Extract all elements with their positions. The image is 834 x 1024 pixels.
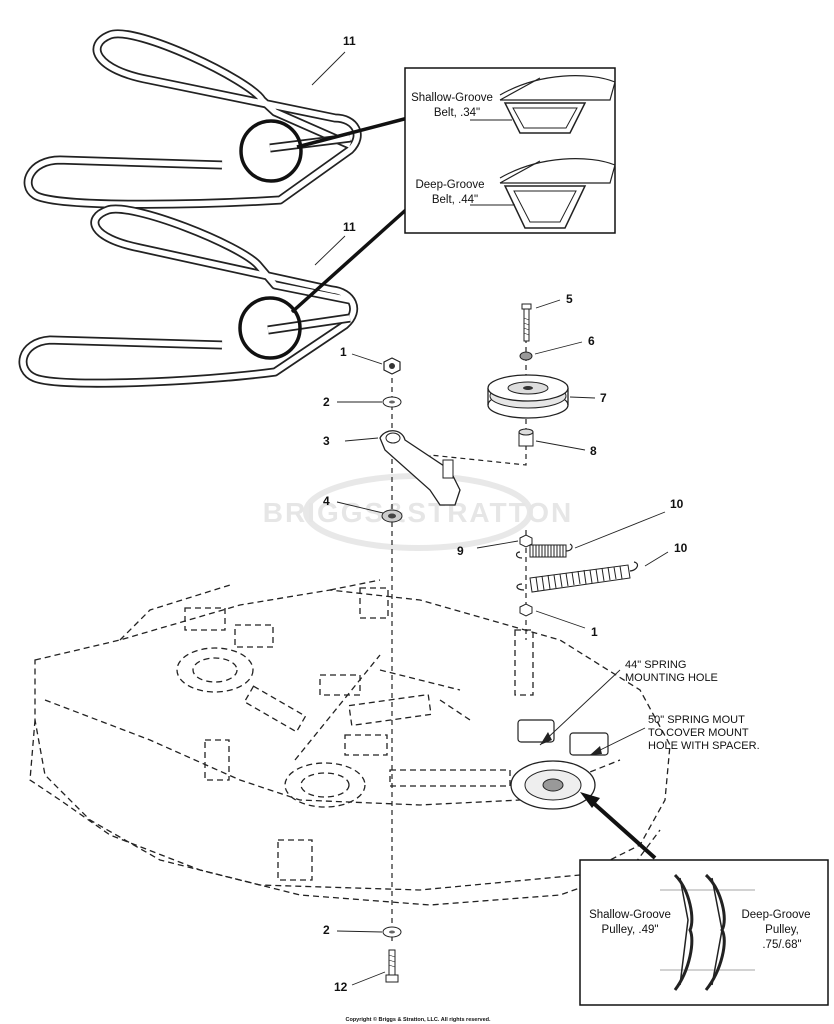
callout-8: 8 bbox=[590, 444, 597, 458]
shallow-pulley-label-2: Pulley, .49" bbox=[602, 924, 659, 936]
callout-11-upper: 11 bbox=[343, 34, 356, 48]
pulley-inset-arrow bbox=[588, 798, 657, 860]
deep-belt-label-2: Belt, .44" bbox=[432, 194, 478, 206]
idler-arm-icon bbox=[379, 430, 461, 506]
callout-10-upper: 10 bbox=[670, 497, 684, 511]
deep-pulley-label-3: .75/.68" bbox=[762, 939, 801, 951]
inset-leader-lower bbox=[290, 206, 410, 314]
belt-detail-circle-upper bbox=[239, 119, 303, 183]
spacer-icon bbox=[381, 509, 403, 523]
note-44-leader bbox=[539, 669, 621, 746]
nut-icon bbox=[383, 357, 401, 375]
bolt-icon bbox=[521, 303, 532, 342]
callout-2-upper: 2 bbox=[323, 395, 330, 409]
note-50-line1: 50" SPRING MOUT bbox=[648, 714, 745, 726]
watermark-text: BRIGGS&STRATTON bbox=[263, 497, 574, 528]
callout-12: 12 bbox=[334, 980, 348, 994]
callout-1-upper: 1 bbox=[340, 345, 347, 359]
belt-icon bbox=[18, 204, 359, 388]
bolt-icon bbox=[385, 949, 399, 983]
spacer-icon bbox=[518, 428, 534, 447]
deep-pulley-label-1: Deep-Groove bbox=[741, 909, 810, 921]
shallow-pulley-section-icon bbox=[673, 873, 694, 991]
callout-6: 6 bbox=[588, 334, 595, 348]
spring-icon bbox=[516, 561, 639, 593]
callout-9: 9 bbox=[457, 544, 464, 558]
washer-icon bbox=[519, 351, 533, 361]
deep-belt-label-1: Deep-Groove bbox=[415, 179, 484, 191]
pulley-icon bbox=[487, 374, 569, 419]
note-44-line2: MOUNTING HOLE bbox=[625, 672, 718, 684]
assembly-axis-line bbox=[429, 445, 527, 490]
shallow-belt-label-1: Shallow-Groove bbox=[411, 92, 493, 104]
note-50-line3: HOLE WITH SPACER. bbox=[648, 740, 760, 752]
shallow-pulley-label-1: Shallow-Groove bbox=[589, 909, 671, 921]
nut-icon bbox=[519, 603, 533, 617]
note-50-line2: TO COVER MOUNT bbox=[648, 727, 749, 739]
deep-belt-section-icon bbox=[503, 185, 587, 229]
callout-4: 4 bbox=[323, 494, 330, 508]
copyright-text: Copyright © Briggs & Stratton, LLC. All … bbox=[345, 1016, 491, 1023]
belt-icon bbox=[23, 29, 362, 209]
pulley-inset-box: Shallow-Groove Pulley, .49" Deep-Groove … bbox=[579, 859, 829, 1006]
belt-inset-box: Shallow-Groove Belt, .34" Deep-Groove Be… bbox=[404, 67, 616, 234]
spring-icon bbox=[515, 543, 573, 559]
callout-3: 3 bbox=[323, 434, 330, 448]
callout-11-lower: 11 bbox=[343, 220, 356, 234]
mower-deck-icon bbox=[29, 579, 671, 906]
callout-2-lower: 2 bbox=[323, 923, 330, 937]
nut-icon bbox=[519, 534, 533, 548]
deep-pulley-label-2: Pulley, bbox=[765, 924, 799, 936]
callout-1-lower: 1 bbox=[591, 625, 598, 639]
belt-detail-circle-lower bbox=[238, 296, 302, 360]
note-44-line1: 44" SPRING bbox=[625, 659, 686, 671]
shallow-belt-label-2: Belt, .34" bbox=[434, 107, 480, 119]
inset-leader-upper bbox=[296, 116, 409, 149]
callout-7: 7 bbox=[600, 391, 607, 405]
callout-5: 5 bbox=[566, 292, 573, 306]
shallow-belt-section-icon bbox=[503, 102, 587, 134]
callout-10-lower: 10 bbox=[674, 541, 688, 555]
